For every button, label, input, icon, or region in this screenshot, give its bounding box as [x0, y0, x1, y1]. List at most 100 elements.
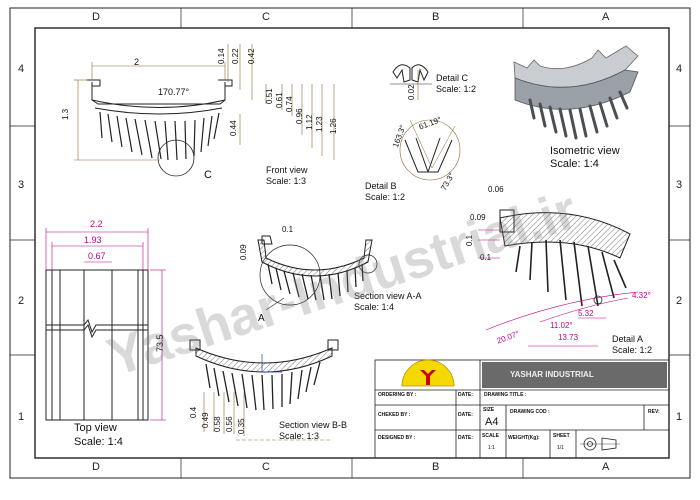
detail-a-drawing [499, 209, 631, 307]
section-aa-dim-b: 0.09 [239, 244, 248, 260]
front-dim-1-26: 1.26 [329, 118, 338, 134]
section-b-b-drawing [189, 339, 339, 411]
section-bb-title: Section view B-B [279, 420, 348, 430]
front-dim-0-44: 0.44 [229, 120, 238, 136]
size-label: SIZE [483, 407, 495, 413]
section-bb-dim-2: 0.58 [213, 416, 222, 432]
date-label-2: DATE: [458, 412, 473, 418]
front-view-drawing [86, 79, 233, 177]
top-view-drawing [45, 269, 149, 421]
zone-bottom-c: C [262, 461, 270, 473]
top-view-title: Top view [74, 422, 117, 434]
zone-left-1: 1 [18, 411, 25, 423]
section-bb-dim-3: 0.56 [225, 416, 234, 432]
zone-top-a: A [602, 11, 610, 23]
front-angle-dim: 170.77° [158, 87, 190, 97]
zone-bottom-b: B [432, 461, 440, 473]
section-bb-dim-1: 0.49 [201, 412, 210, 428]
date-label-3: DATE: [458, 435, 473, 441]
isometric-model [513, 45, 639, 140]
drawing-title-label: DRAWING TITLE : [484, 392, 527, 398]
detail-a-dim-1: 0.09 [470, 213, 486, 222]
zone-top-d: D [92, 11, 100, 23]
isometric-view-scale: Scale: 1:4 [550, 158, 599, 170]
zone-ticks [10, 8, 690, 478]
size-value: A4 [485, 416, 499, 428]
outer-border [9, 7, 691, 479]
detail-b-drawing [399, 119, 461, 181]
detail-a-dim-7: 13.73 [558, 333, 579, 342]
scale-label: SCALE [482, 433, 499, 439]
detail-b-title: Detail B [365, 181, 397, 191]
top-dim-width: 2.2 [90, 219, 103, 229]
zone-top-b: B [432, 11, 440, 23]
front-dim-0-96: 0.96 [295, 108, 304, 124]
section-aa-scale: Scale: 1:4 [354, 302, 395, 312]
section-aa-title: Section view A-A [354, 291, 422, 301]
drawing-cod-label: DRAWING COD : [510, 409, 550, 415]
isometric-view-title: Isometric view [550, 145, 620, 157]
top-dim-slot: 0.67 [88, 251, 106, 261]
detail-a-dimensions [478, 229, 639, 347]
front-dim-1-12: 1.12 [305, 114, 314, 130]
ordering-by-label: ORDERING BY : [378, 392, 417, 398]
zone-right-1: 1 [676, 411, 683, 423]
scale-value: 1:1 [488, 445, 495, 451]
date-label-1: DATE: [458, 392, 473, 398]
projection-symbol-icon [580, 437, 620, 451]
front-dim-0-51: 0.51 [265, 88, 274, 104]
detail-a-dim-0: 0.06 [488, 185, 504, 194]
section-bb-dim-4: 0.35 [237, 418, 246, 434]
designed-by-label: DESIGNED BY : [378, 435, 416, 441]
detail-a-dim-5: 5.32 [578, 309, 594, 318]
rev-label: REV: [648, 409, 660, 415]
front-view-dimensions [74, 44, 335, 161]
zone-bottom-d: D [92, 461, 100, 473]
checked-by-label: CHEKED BY : [378, 412, 411, 418]
top-view-scale: Scale: 1:4 [74, 436, 123, 448]
detail-a-scale: Scale: 1:2 [612, 345, 653, 355]
section-a-callout: A [258, 313, 265, 324]
front-dim-0-14: 0.14 [217, 48, 226, 64]
zone-bottom-a: A [602, 461, 610, 473]
detail-c-drawing [390, 64, 432, 85]
company-name: YASHAR INDUSTRIAL [510, 370, 594, 379]
front-dim-0-61: 0.61 [275, 92, 284, 108]
zone-right-2: 2 [676, 295, 683, 307]
section-bb-dim-0: 0.4 [189, 406, 198, 418]
zone-left-4: 4 [18, 63, 25, 75]
section-aa-dim-a: 0.1 [282, 225, 294, 234]
detail-c-scale: Scale: 1:2 [436, 84, 477, 94]
front-width-dim: 2 [134, 57, 140, 67]
detail-a-dim-6: 11.02° [550, 321, 573, 330]
section-b-b-dimensions [203, 392, 330, 441]
detail-c-callout: C [204, 169, 212, 181]
zone-right-4: 4 [676, 63, 683, 75]
sheet-label: SHEET [553, 433, 570, 439]
zone-left-3: 3 [18, 179, 25, 191]
zone-top-c: C [262, 11, 270, 23]
zone-right-3: 3 [676, 179, 683, 191]
detail-a-title: Detail A [612, 334, 644, 344]
detail-a-dim-4: 4.32° [632, 291, 651, 300]
front-height-dim: 1.3 [61, 108, 70, 120]
detail-c-title: Detail C [436, 73, 469, 83]
section-bb-scale: Scale: 1:3 [279, 431, 320, 441]
top-view-dimensions [45, 228, 166, 421]
front-dim-0-42: 0.42 [247, 48, 256, 64]
sheet-value: 1/1 [557, 445, 564, 451]
title-block-frame [374, 359, 670, 459]
detail-c-dim: 0.02 [407, 84, 416, 100]
front-dim-0-74: 0.74 [285, 96, 294, 112]
detail-b-scale: Scale: 1:2 [365, 192, 406, 202]
front-view-title: Front view [266, 165, 308, 175]
top-dim-inner-width: 1.93 [84, 235, 102, 245]
section-a-a-drawing [257, 235, 378, 311]
zone-left-2: 2 [18, 295, 25, 307]
front-dim-0-22: 0.22 [231, 48, 240, 64]
logo-y-icon [401, 359, 455, 387]
detail-a-dim-3: 0.1 [480, 253, 492, 262]
weight-label: WEIGHT(Kg): [508, 435, 540, 441]
front-view-scale: Scale: 1:3 [266, 176, 307, 186]
